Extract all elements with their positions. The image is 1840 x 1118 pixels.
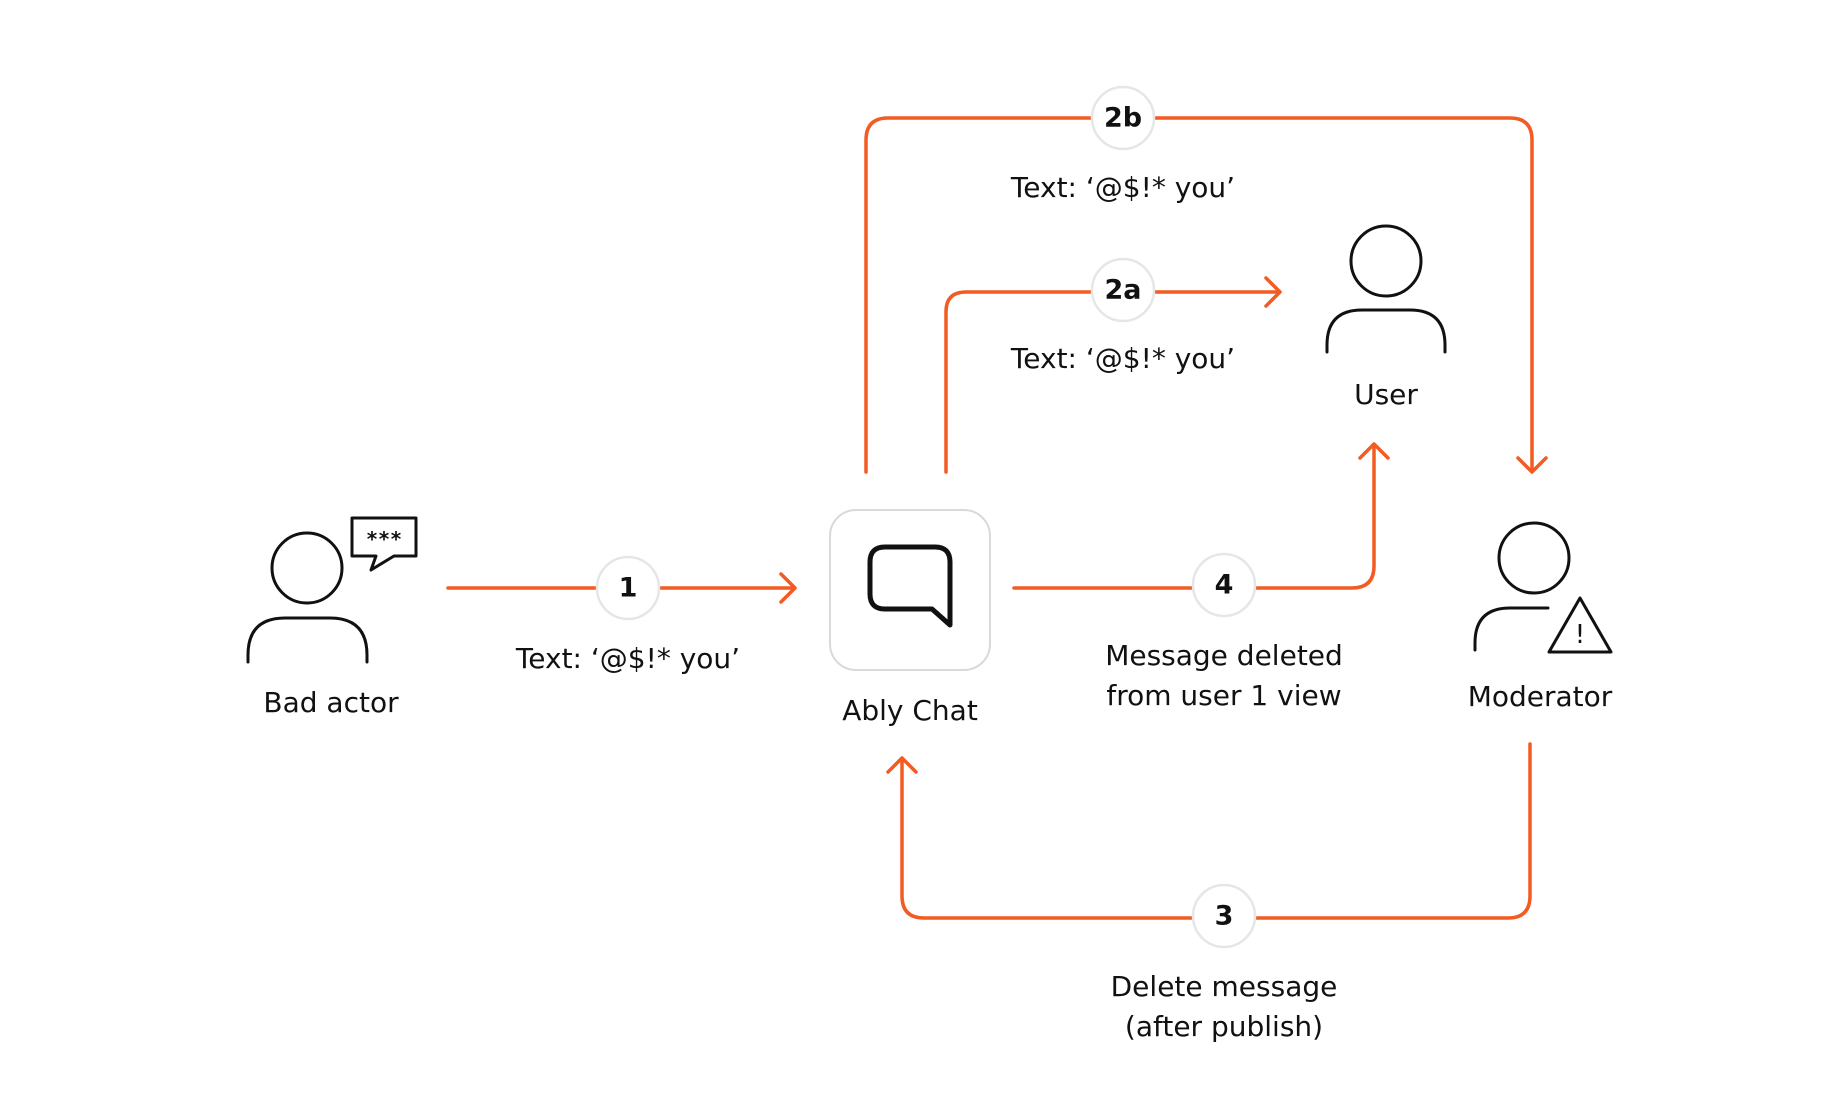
step-number-2b: 2b <box>1104 103 1142 134</box>
step-label-2a: Text: ‘@$!* you’ <box>1010 342 1235 375</box>
moderator-warning-icon: ! <box>1473 521 1613 654</box>
ably-chat-label: Ably Chat <box>842 694 978 727</box>
step-badge-4: 4 <box>1191 552 1257 618</box>
step-number-1: 1 <box>619 573 638 604</box>
step-badge-3: 3 <box>1191 883 1257 949</box>
step-badge-2a: 2a <box>1090 257 1156 323</box>
step-label-3-line-2: (after publish) <box>1125 1010 1323 1043</box>
ably-chat-box <box>829 509 991 671</box>
moderator-label: Moderator <box>1468 680 1613 713</box>
step-number-4: 4 <box>1215 570 1234 601</box>
step-badge-2b: 2b <box>1090 85 1156 151</box>
step-label-1: Text: ‘@$!* you’ <box>515 642 740 675</box>
bad-actor-label: Bad actor <box>263 686 399 719</box>
step-number-3: 3 <box>1215 901 1234 932</box>
step-badge-1: 1 <box>595 555 661 621</box>
user-icon <box>1325 224 1447 354</box>
user-speech-bubble-icon: *** <box>246 516 418 664</box>
flow-connectors <box>446 116 1548 920</box>
arrow-step-2a <box>944 276 1282 474</box>
step-number-2a: 2a <box>1104 275 1141 306</box>
step-label-4-line-1: Message deleted <box>1105 639 1343 672</box>
arrow-step-4 <box>1012 442 1390 590</box>
user-label: User <box>1354 378 1418 411</box>
step-label-4-line-2: from user 1 view <box>1106 679 1341 712</box>
warning-mark: ! <box>1575 620 1585 650</box>
bad-actor-node: *** Bad actor <box>246 516 418 719</box>
arrow-step-2b <box>864 116 1548 474</box>
speech-bubble-text: *** <box>366 527 402 551</box>
step-label-2b: Text: ‘@$!* you’ <box>1010 171 1235 204</box>
user-node: User <box>1325 224 1447 411</box>
chat-bubble-icon <box>867 544 953 628</box>
ably-chat-node: Ably Chat <box>829 509 991 727</box>
moderator-node: ! Moderator <box>1468 521 1613 713</box>
step-label-3-line-1: Delete message <box>1111 970 1338 1003</box>
